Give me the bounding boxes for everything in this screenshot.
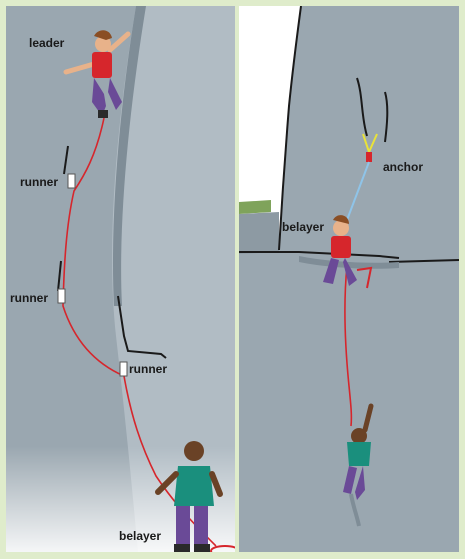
anchor-icon	[366, 152, 372, 162]
runner-3-icon	[120, 362, 127, 376]
lower-rock	[239, 212, 279, 254]
lead-climbing-panel: leader runner runner runner belayer	[6, 6, 235, 552]
runner-2-icon	[58, 289, 65, 303]
runner-1-icon	[68, 174, 75, 188]
label-runner-1: runner	[20, 176, 58, 188]
label-belayer-left: belayer	[119, 530, 161, 542]
top-belay-panel: anchor belayer	[239, 6, 459, 552]
label-runner-3: runner	[129, 363, 167, 375]
lead-climbing-illustration	[6, 6, 235, 552]
label-belayer-right: belayer	[282, 221, 324, 233]
grass	[239, 200, 271, 214]
label-leader: leader	[29, 37, 64, 49]
top-belay-illustration	[239, 6, 459, 552]
label-runner-2: runner	[10, 292, 48, 304]
label-anchor: anchor	[383, 161, 423, 173]
